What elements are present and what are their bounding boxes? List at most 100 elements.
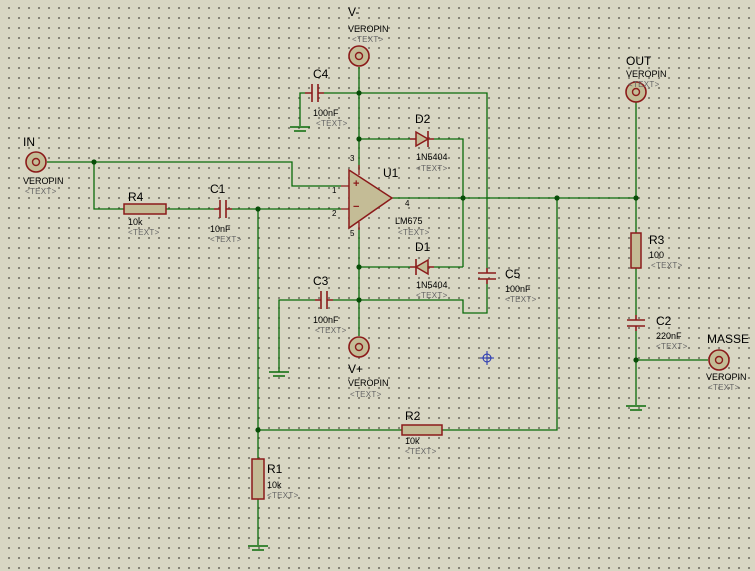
junction-dot (91, 159, 97, 165)
veropin-icon (25, 151, 47, 173)
terminal-in-type: VEROPIN (23, 176, 64, 186)
wire-r2-right (442, 198, 558, 431)
resistor-r4[interactable] (123, 203, 167, 215)
terminal-masse[interactable] (708, 349, 730, 371)
ground-symbols (248, 126, 646, 551)
capacitor-c4-plates (305, 84, 324, 102)
junction-dot (255, 206, 261, 212)
terminal-in-name: IN (23, 135, 35, 149)
veropin-icon (708, 349, 730, 371)
c1-value: 10nF (210, 224, 231, 234)
wires (47, 67, 708, 545)
u1-minus-sign: − (353, 201, 360, 213)
junction-dot (356, 297, 362, 303)
veropin-hole (31, 157, 41, 167)
junction-dot (554, 195, 560, 201)
d2-text: <TEXT> (416, 164, 448, 173)
terminal-out-type: VEROPIN (626, 69, 667, 79)
u1-text: <TEXT> (398, 228, 430, 237)
c3-value: 100nF (313, 315, 339, 325)
d2-ref: D2 (415, 112, 431, 126)
resistor-r3[interactable] (630, 232, 642, 269)
diode-d1[interactable] (410, 258, 434, 276)
r4-text: <TEXT> (128, 228, 160, 237)
junction-dot (356, 90, 362, 96)
diode-d2-bar (410, 131, 434, 147)
junction-dot (633, 195, 639, 201)
r3-text: <TEXT> (651, 261, 683, 270)
veropin-icon (348, 45, 370, 67)
wire-c4-rail (324, 92, 488, 268)
junction-dot (255, 427, 261, 433)
terminal-vneg[interactable] (348, 45, 370, 67)
r3-ref: R3 (649, 233, 665, 247)
c4-text: <TEXT> (316, 119, 348, 128)
u1-pin-1: 1 (332, 186, 337, 195)
r1-text: <TEXT> (267, 491, 299, 500)
capacitor-c3[interactable] (315, 291, 333, 309)
wire-in-to-plus (47, 161, 341, 187)
c5-ref: C5 (505, 267, 521, 281)
wire-c3-gnd (278, 299, 315, 372)
wire-c4-gnd (299, 92, 305, 126)
terminal-vpos-text: <TEXT> (350, 390, 382, 399)
resistor-r1[interactable] (251, 458, 265, 500)
terminal-out-name: OUT (626, 54, 652, 68)
resistor-r3-body (630, 232, 642, 269)
resistor-r2-body (401, 424, 443, 436)
junction-dot (356, 264, 362, 270)
opamp-u1[interactable] (341, 165, 394, 230)
diode-d1-bar (410, 259, 434, 275)
ground-icon (269, 371, 289, 377)
veropin-hole (354, 342, 364, 352)
d2-value: 1N5404 (416, 152, 448, 162)
r2-ref: R2 (405, 409, 421, 423)
d1-text: <TEXT> (416, 291, 448, 300)
r1-ref: R1 (267, 462, 283, 476)
c2-ref: C2 (656, 314, 672, 328)
ground-icon (626, 405, 646, 411)
capacitor-c4[interactable] (305, 84, 324, 102)
u1-pin-3: 3 (350, 154, 355, 163)
r3-value: 100 (649, 250, 665, 260)
terminal-in[interactable] (25, 151, 47, 173)
resistor-r2[interactable] (401, 424, 443, 436)
r4-value: 10k (128, 217, 143, 227)
veropin-icon (348, 336, 370, 358)
junctions (91, 90, 639, 433)
terminal-vpos[interactable] (348, 336, 370, 358)
c3-text: <TEXT> (315, 326, 347, 335)
terminal-vneg-type: VEROPIN (348, 24, 389, 34)
r1-value: 10k (267, 480, 282, 490)
diode-d2-body (415, 130, 430, 148)
diode-d2[interactable] (410, 130, 434, 148)
terminal-vpos-name: V+ (348, 362, 364, 376)
capacitor-c5-plates (478, 268, 496, 284)
junction-dot (356, 136, 362, 142)
r2-value: 10k (405, 436, 420, 446)
capacitor-c1-plates (214, 200, 232, 218)
terminal-vpos-type: VEROPIN (348, 378, 389, 388)
terminal-in-text: <TEXT> (25, 187, 57, 196)
wire-c3-rail (333, 284, 488, 314)
u1-plus-sign: + (353, 178, 360, 190)
capacitor-c5[interactable] (478, 268, 496, 284)
veropin-hole (354, 51, 364, 61)
terminal-out[interactable] (625, 81, 647, 103)
terminal-vneg-name: V- (348, 5, 360, 19)
capacitor-c2[interactable] (627, 315, 645, 331)
diode-d1-body (414, 258, 429, 276)
wire-in-branch (93, 162, 124, 210)
resistor-r1-body (251, 458, 265, 500)
c2-text: <TEXT> (656, 342, 688, 351)
terminal-vneg-text: <TEXT> (352, 35, 384, 44)
origin-marker-icon (480, 351, 494, 365)
veropin-icon (625, 81, 647, 103)
veropin-hole (631, 87, 641, 97)
c3-ref: C3 (313, 274, 329, 288)
capacitor-c1[interactable] (214, 200, 232, 218)
r2-text: <TEXT> (405, 447, 437, 456)
veropin-hole (714, 355, 724, 365)
opamp-pin-leads (341, 165, 360, 230)
